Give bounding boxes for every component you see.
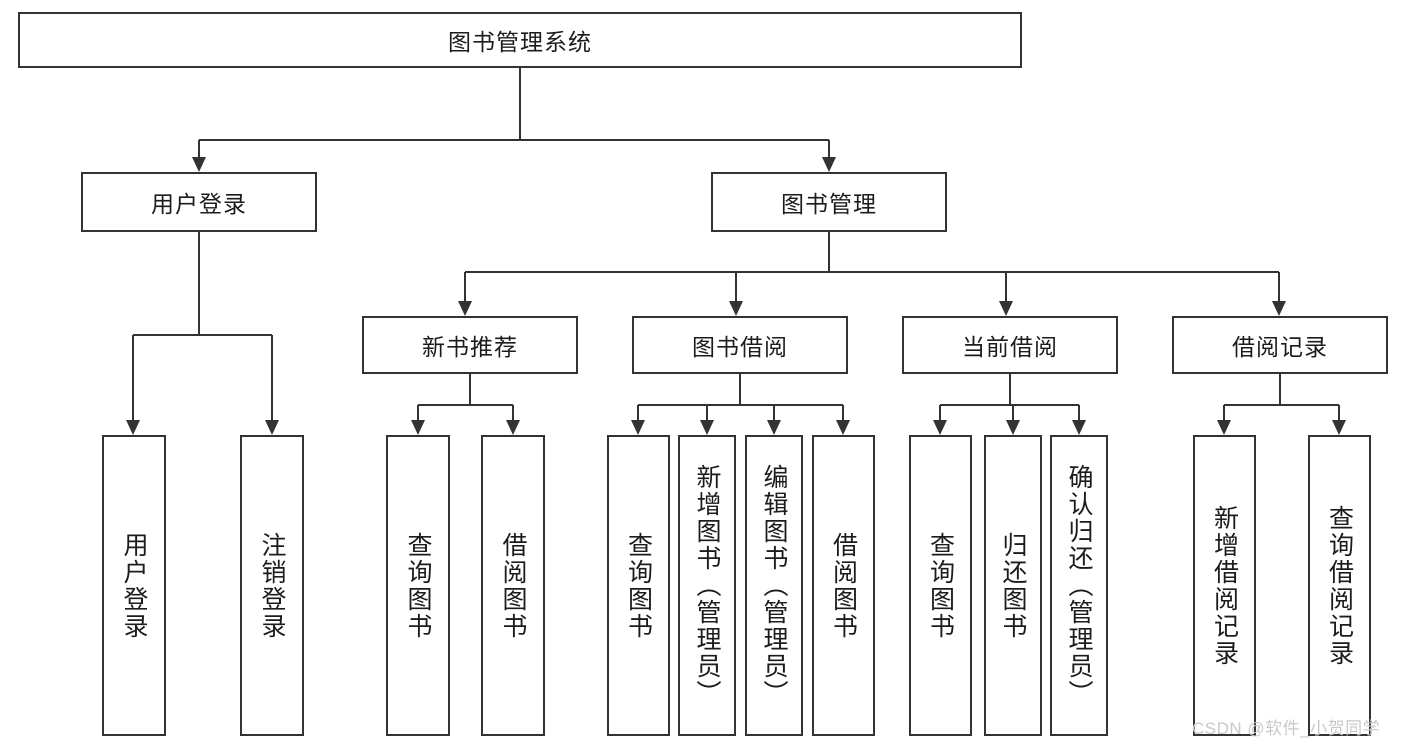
node-label-book-manage: 图书管理: [781, 191, 877, 217]
node-label-book-borrow: 图书借阅: [692, 334, 788, 360]
node-leaf-confirm-return[interactable]: 确认归还（管理员）: [1050, 435, 1108, 736]
node-label-leaf-logout: 注销登录: [258, 531, 286, 640]
node-label-user-login: 用户登录: [151, 191, 247, 217]
node-label-leaf-query-book-1: 查询图书: [404, 531, 432, 640]
node-leaf-logout[interactable]: 注销登录: [240, 435, 304, 736]
connector-level2-arrow-1-head: [822, 157, 836, 172]
node-label-leaf-query-book-3: 查询图书: [926, 531, 955, 640]
connector-level3-arrow-1-head: [729, 301, 743, 316]
node-label-leaf-return-book: 归还图书: [999, 531, 1027, 640]
node-leaf-return-book[interactable]: 归还图书: [984, 435, 1042, 736]
connector-level3-arrow-2-head: [999, 301, 1013, 316]
node-leaf-borrow-book-2[interactable]: 借阅图书: [812, 435, 875, 736]
connector-borrow-record-arrow-1-head: [1332, 420, 1346, 435]
node-label-leaf-add-record: 新增借阅记录: [1210, 504, 1239, 667]
node-leaf-add-book[interactable]: 新增图书（管理员）: [678, 435, 736, 736]
node-leaf-query-book-3[interactable]: 查询图书: [909, 435, 972, 736]
node-leaf-query-book-2[interactable]: 查询图书: [607, 435, 670, 736]
node-label-leaf-borrow-book-2: 借阅图书: [829, 531, 858, 640]
node-leaf-borrow-book-1[interactable]: 借阅图书: [481, 435, 545, 736]
node-label-leaf-query-record: 查询借阅记录: [1325, 504, 1354, 667]
node-user-login[interactable]: 用户登录: [81, 172, 317, 232]
csdn-watermark: CSDN @软件_小贺同学: [1192, 719, 1381, 738]
node-label-leaf-edit-book: 编辑图书（管理员）: [760, 464, 788, 707]
node-leaf-add-record[interactable]: 新增借阅记录: [1193, 435, 1256, 736]
node-label-leaf-add-book: 新增图书（管理员）: [693, 464, 721, 707]
node-book-borrow[interactable]: 图书借阅: [632, 316, 848, 374]
connector-new-book-recommend-arrow-1-head: [506, 420, 520, 435]
connector-current-borrow-arrow-0-head: [933, 420, 947, 435]
node-label-root: 图书管理系统: [448, 29, 592, 55]
connector-level3-arrow-0-head: [458, 301, 472, 316]
node-borrow-record[interactable]: 借阅记录: [1172, 316, 1388, 374]
node-label-leaf-confirm-return: 确认归还（管理员）: [1065, 464, 1093, 707]
node-label-leaf-borrow-book-1: 借阅图书: [499, 531, 527, 640]
node-label-current-borrow: 当前借阅: [962, 334, 1058, 360]
connector-new-book-recommend-arrow-0-head: [411, 420, 425, 435]
node-root[interactable]: 图书管理系统: [18, 12, 1022, 68]
connector-book-borrow-arrow-1-head: [700, 420, 714, 435]
node-leaf-query-record[interactable]: 查询借阅记录: [1308, 435, 1371, 736]
node-leaf-user-login[interactable]: 用户登录: [102, 435, 166, 736]
connector-book-borrow-arrow-2-head: [767, 420, 781, 435]
node-leaf-query-book-1[interactable]: 查询图书: [386, 435, 450, 736]
node-label-leaf-user-login: 用户登录: [120, 531, 148, 640]
node-new-book-recommend[interactable]: 新书推荐: [362, 316, 578, 374]
connector-book-borrow-arrow-3-head: [836, 420, 850, 435]
node-label-leaf-query-book-2: 查询图书: [624, 531, 653, 640]
node-book-manage[interactable]: 图书管理: [711, 172, 947, 232]
connector-user-login-arrow-1-head: [265, 420, 279, 435]
connector-book-borrow-arrow-0-head: [631, 420, 645, 435]
node-leaf-edit-book[interactable]: 编辑图书（管理员）: [745, 435, 803, 736]
connector-level3-arrow-3-head: [1272, 301, 1286, 316]
connector-user-login-arrow-0-head: [126, 420, 140, 435]
connector-borrow-record-arrow-0-head: [1217, 420, 1231, 435]
node-current-borrow[interactable]: 当前借阅: [902, 316, 1118, 374]
connector-current-borrow-arrow-2-head: [1072, 420, 1086, 435]
connector-current-borrow-arrow-1-head: [1006, 420, 1020, 435]
connector-level2-arrow-0-head: [192, 157, 206, 172]
node-label-borrow-record: 借阅记录: [1232, 334, 1328, 360]
node-label-new-book-recommend: 新书推荐: [422, 334, 518, 360]
